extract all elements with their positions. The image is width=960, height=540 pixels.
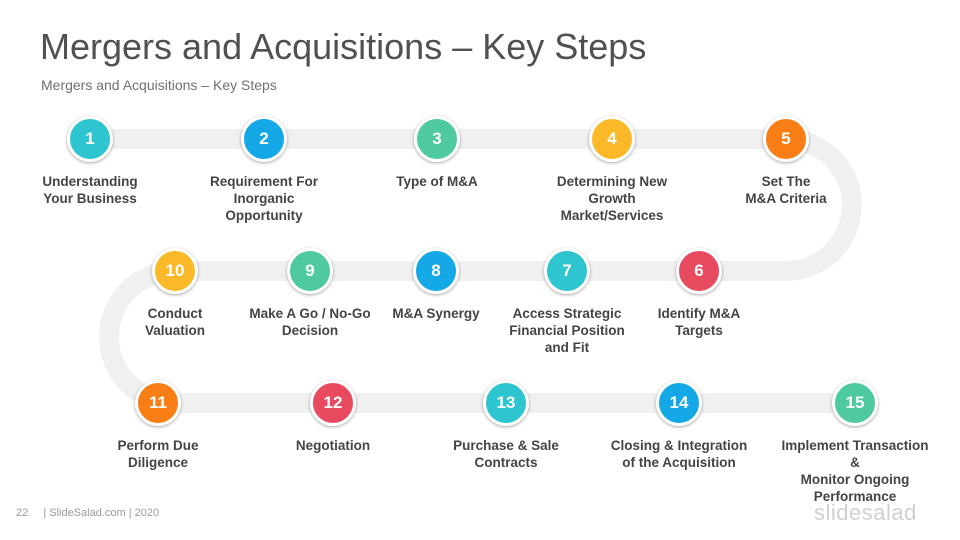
step-12-circle: 12 [310,380,356,426]
footer-text: | SlideSalad.com | 2020 [43,507,160,519]
footer: 22 | SlideSalad.com | 2020 [16,507,159,519]
step-3-circle: 3 [414,116,460,162]
step-7-circle: 7 [544,248,590,294]
slidesalad-logo: slidesalad [814,500,917,525]
step-14-circle: 14 [656,380,702,426]
step-6-circle: 6 [676,248,722,294]
step-4-circle: 4 [589,116,635,162]
step-15-circle: 15 [832,380,878,426]
step-1-circle: 1 [67,116,113,162]
step-2-circle: 2 [241,116,287,162]
step-12-label: Negotiation [295,438,371,453]
step-9-circle: 9 [287,248,333,294]
step-8-circle: 8 [413,248,459,294]
step-5-circle: 5 [763,116,809,162]
step-11-circle: 11 [135,380,181,426]
step-3-label: Type of M&A [396,174,478,189]
step-13-circle: 13 [483,380,529,426]
step-8-label: M&A Synergy [392,306,480,321]
slide-title: Mergers and Acquisitions – Key Steps [40,26,647,67]
slide-subtitle: Mergers and Acquisitions – Key Steps [41,77,277,93]
track-path [80,129,865,413]
step-10-circle: 10 [152,248,198,294]
page-number: 22 [16,507,29,519]
